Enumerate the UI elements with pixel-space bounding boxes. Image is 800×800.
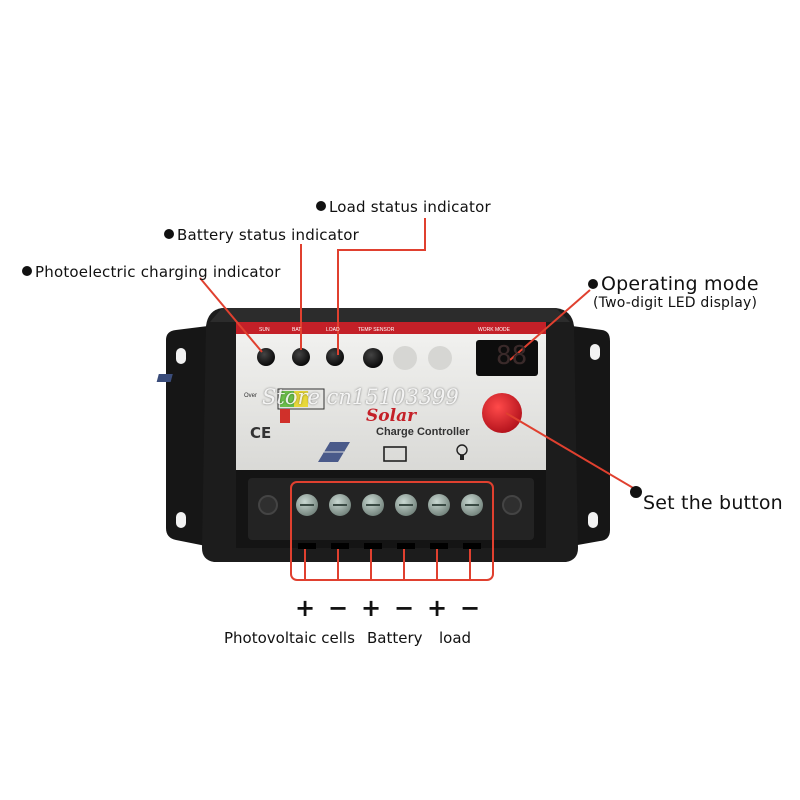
bullet-dot-icon [22, 266, 32, 276]
set-button-pointer-dot [630, 486, 642, 498]
battery-gauge-icon [277, 388, 325, 423]
callout-operating-mode: Operating mode [588, 273, 759, 295]
callout-pv-charging: Photoelectric charging indicator [22, 263, 281, 281]
callout-operating-mode-sub: (Two-digit LED display) [593, 295, 758, 311]
over-label: Over [244, 393, 258, 399]
annotation-lines [199, 218, 641, 581]
solar-panel-icon [156, 374, 173, 382]
ce-mark: CE [250, 424, 272, 442]
panel-header-strip [236, 322, 546, 334]
mounting-ear-right [572, 326, 610, 546]
battery-led [292, 348, 310, 366]
caption-battery: Battery [367, 629, 423, 647]
led-display-value: 88 [496, 341, 528, 371]
caption-load: load [439, 629, 472, 647]
callout-load-status: Load status indicator [316, 198, 491, 216]
wire-slots [298, 543, 481, 549]
led-label-sun: SUN [259, 327, 270, 333]
terminal-sign-load-negative: − [459, 594, 481, 622]
temp-sensor-port [363, 348, 383, 368]
callout-set-button: Set the button [643, 492, 783, 514]
led-label-temp: TEMP SENSOR [358, 327, 395, 333]
terminal-sign-load-positive: + [426, 594, 448, 622]
set-button[interactable] [482, 393, 522, 433]
led-label-battery: BAT [292, 327, 302, 333]
terminal-sign-pv-positive: + [294, 594, 316, 622]
battery-icon [383, 446, 407, 462]
terminal-screws [296, 494, 483, 516]
bullet-dot-icon [164, 229, 174, 239]
terminal-sign-battery-positive: + [360, 594, 382, 622]
sun-led [257, 348, 275, 366]
load-led [326, 348, 344, 366]
caption-photovoltaic-cells: Photovoltaic cells [224, 629, 355, 647]
store-watermark: Store cn15103399 [262, 385, 459, 409]
callout-battery-status: Battery status indicator [164, 226, 359, 244]
bulb-icon [456, 444, 468, 460]
led-label-load: LOAD [326, 327, 340, 333]
terminal-sign-pv-negative: − [327, 594, 349, 622]
brand-logo: Solar [366, 406, 417, 426]
mounting-ear-left [166, 326, 208, 546]
pv-array-icon [318, 442, 350, 462]
bullet-dot-icon [588, 279, 598, 289]
product-name: Charge Controller [376, 426, 470, 438]
terminal-sign-battery-negative: − [393, 594, 415, 622]
bullet-dot-icon [316, 201, 326, 211]
work-mode-label: WORK MODE [478, 327, 510, 333]
